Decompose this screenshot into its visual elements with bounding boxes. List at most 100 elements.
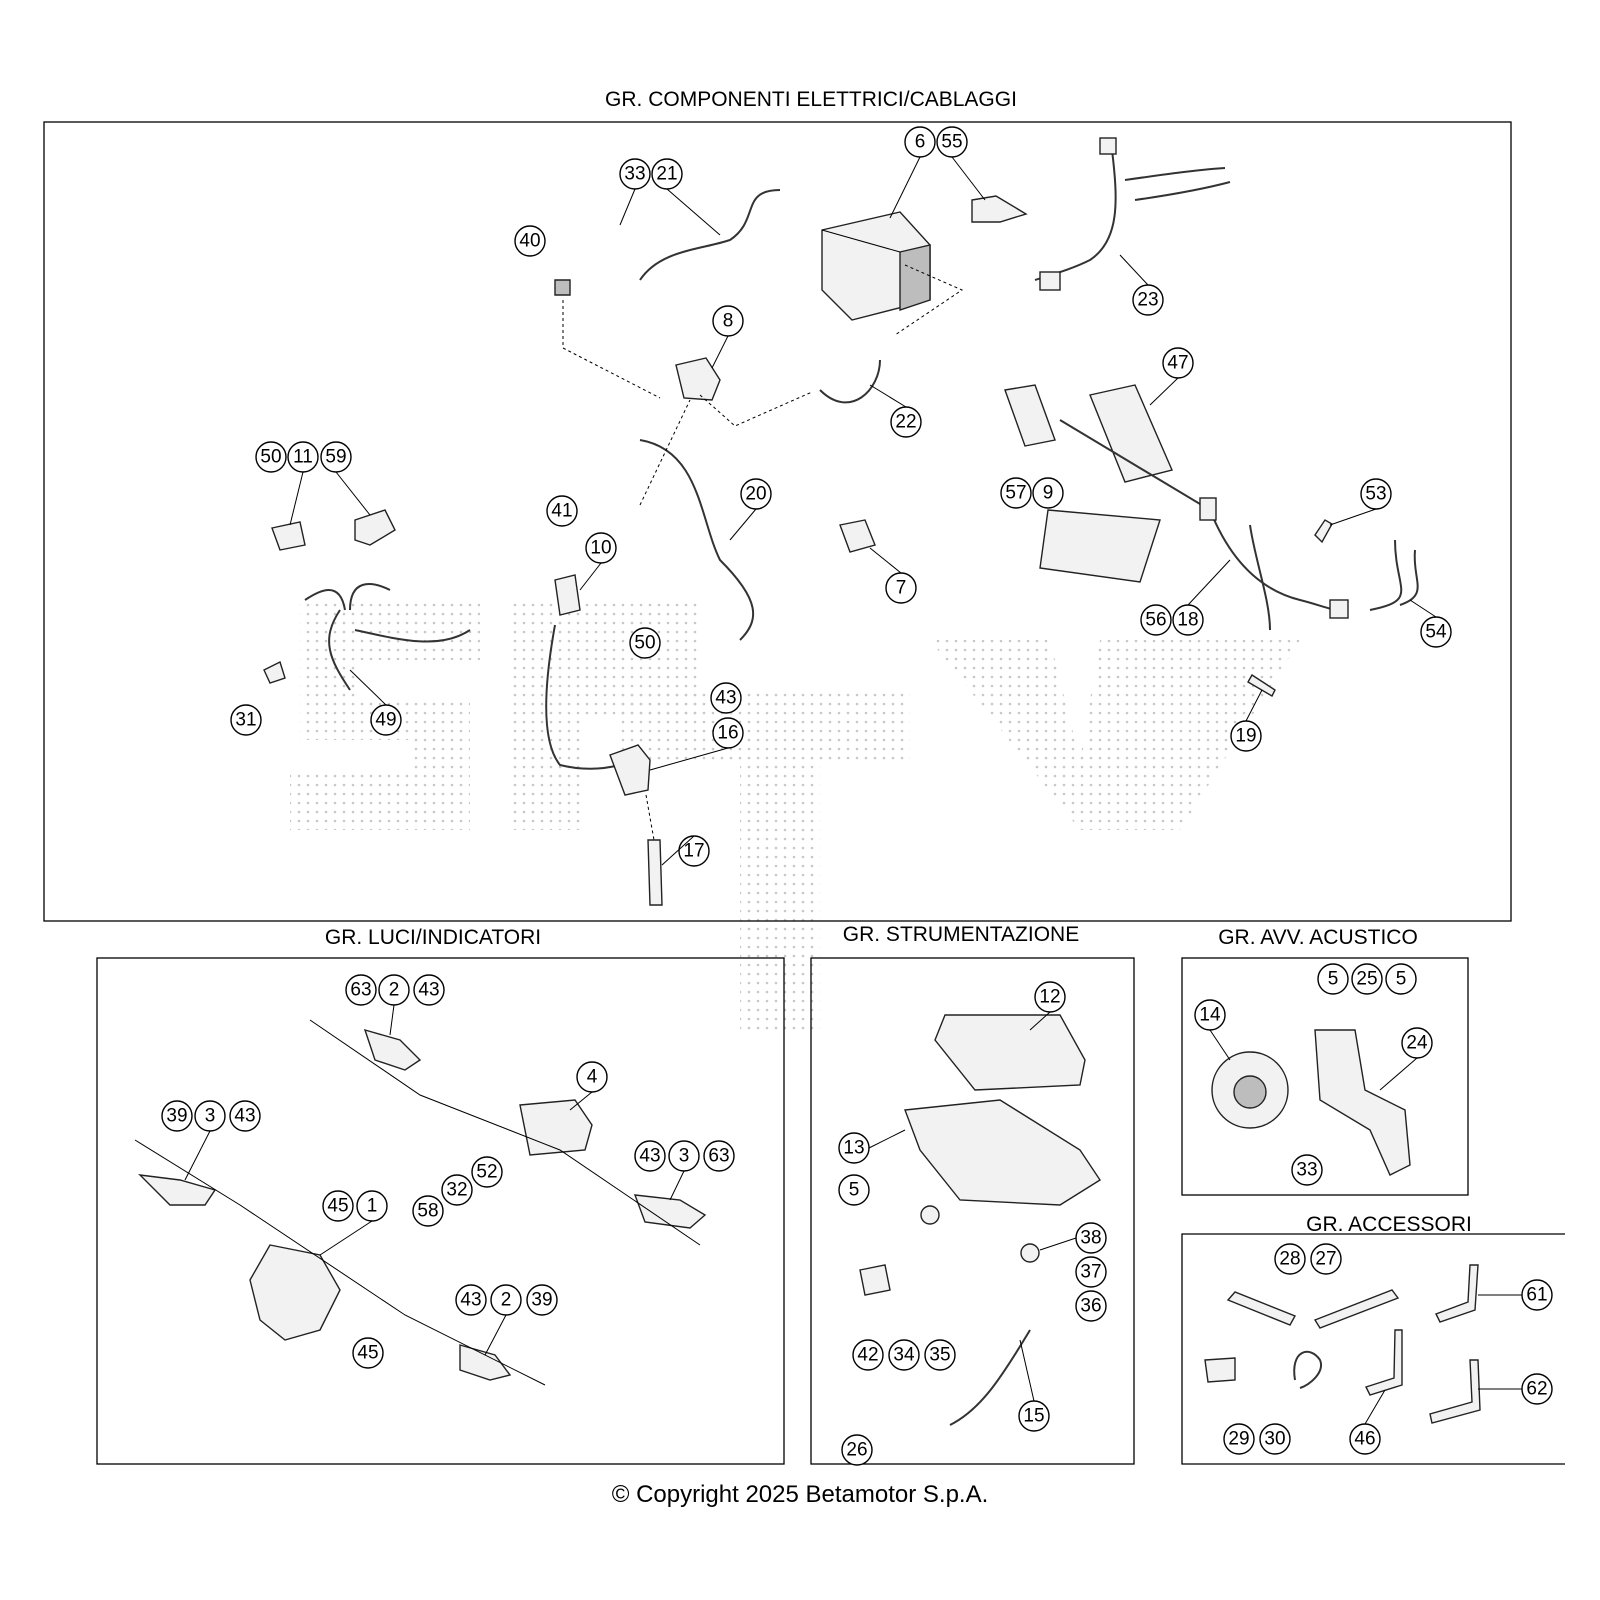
regulator-icon: [839, 519, 876, 553]
svg-text:49: 49: [375, 710, 396, 731]
bracket-62-icon: [1429, 1359, 1481, 1424]
callout-39: 39: [161, 1100, 193, 1132]
harness-18: [1209, 509, 1341, 611]
callout-41: 41: [546, 495, 578, 527]
svg-text:63: 63: [708, 1146, 729, 1167]
callout-8: 8: [712, 305, 744, 337]
callout-5h2: 5: [1385, 963, 1417, 995]
svg-text:59: 59: [325, 447, 346, 468]
svg-text:43: 43: [639, 1146, 660, 1167]
indicator-rear-right-icon: [459, 1344, 512, 1381]
svg-text:9: 9: [1043, 483, 1054, 504]
callout-53: 53: [1360, 478, 1392, 510]
dash-bracket-icon: [904, 1099, 1101, 1206]
svg-text:7: 7: [896, 578, 907, 599]
callout-57: 57: [1000, 477, 1032, 509]
clamp-30-icon: [1293, 1350, 1322, 1389]
callout-13: 13: [838, 1132, 870, 1164]
svg-text:25: 25: [1356, 969, 1377, 990]
callout-45: 45: [322, 1190, 354, 1222]
callout-3: 3: [194, 1100, 226, 1132]
panel-title-horn: GR. AVV. ACUSTICO: [1218, 926, 1418, 949]
panel-title-instruments: GR. STRUMENTAZIONE: [843, 923, 1079, 946]
panel-electrical: GR. COMPONENTI ELETTRICI/CABLAGGI: [43, 88, 1512, 922]
svg-text:54: 54: [1425, 622, 1447, 643]
svg-text:45: 45: [357, 1343, 378, 1364]
callout-37: 37: [1075, 1256, 1107, 1288]
battery-icon: [821, 211, 931, 321]
panel-title-lights: GR. LUCI/INDICATORI: [325, 926, 541, 949]
battery-cable-21: [639, 189, 781, 281]
svg-text:5: 5: [1396, 969, 1407, 990]
svg-text:50: 50: [260, 447, 281, 468]
callout-36: 36: [1075, 1290, 1107, 1322]
harness-23: [1034, 149, 1117, 281]
callout-33: 33: [619, 158, 651, 190]
svg-text:40: 40: [519, 231, 540, 252]
callout-59: 59: [320, 441, 352, 473]
callout-40: 40: [514, 225, 546, 257]
svg-text:14: 14: [1199, 1005, 1221, 1026]
leader-lines: [184, 156, 1522, 1425]
callout-61: 61: [1521, 1279, 1553, 1311]
callout-9: 9: [1032, 477, 1064, 509]
callout-34: 34: [888, 1339, 920, 1371]
callout-4: 4: [576, 1061, 608, 1093]
svg-text:41: 41: [551, 501, 572, 522]
panel-title-accessories: GR. ACCESSORI: [1306, 1213, 1472, 1236]
svg-text:37: 37: [1080, 1262, 1101, 1283]
callout-43: 43: [710, 682, 742, 714]
svg-text:17: 17: [683, 841, 704, 862]
svg-text:6: 6: [915, 132, 926, 153]
callout-23: 23: [1132, 284, 1164, 316]
svg-text:30: 30: [1264, 1429, 1285, 1450]
callout-3b: 3: [668, 1140, 700, 1172]
callout-50: 50: [255, 441, 287, 473]
ecu-icon: [1089, 384, 1173, 483]
callout-63: 63: [345, 974, 377, 1006]
svg-text:13: 13: [843, 1138, 864, 1159]
callout-43b: 43: [229, 1100, 261, 1132]
callout-1: 1: [356, 1190, 388, 1222]
svg-text:24: 24: [1406, 1033, 1428, 1054]
callout-24: 24: [1401, 1027, 1433, 1059]
callout-2b: 2: [490, 1284, 522, 1316]
panel-title-electrical: GR. COMPONENTI ELETTRICI/CABLAGGI: [605, 88, 1017, 111]
svg-text:20: 20: [745, 484, 766, 505]
battery-cable-22: [819, 359, 881, 404]
svg-text:61: 61: [1526, 1285, 1547, 1306]
svg-text:12: 12: [1039, 987, 1060, 1008]
callout-14: 14: [1194, 999, 1226, 1031]
svg-text:22: 22: [895, 412, 916, 433]
cable-20: [639, 439, 754, 641]
callout-19: 19: [1230, 720, 1262, 752]
strap-28-icon: [1226, 1291, 1296, 1326]
svg-text:43: 43: [418, 980, 439, 1001]
callout-31: 31: [230, 704, 262, 736]
svg-text:42: 42: [857, 1345, 878, 1366]
callout-28: 28: [1274, 1243, 1306, 1275]
svg-text:3: 3: [679, 1146, 690, 1167]
svg-text:1: 1: [367, 1196, 378, 1217]
svg-text:50: 50: [634, 633, 655, 654]
clip-29-icon: [1204, 1357, 1236, 1383]
svg-text:63: 63: [350, 980, 371, 1001]
svg-text:52: 52: [476, 1162, 497, 1183]
callout-39b: 39: [526, 1284, 558, 1316]
horn-bracket-icon: [1314, 1029, 1411, 1176]
callout-43d: 43: [455, 1284, 487, 1316]
svg-text:34: 34: [893, 1345, 915, 1366]
instruments-drawings: [859, 1014, 1101, 1426]
callout-26: 26: [841, 1434, 873, 1466]
callout-11: 11: [287, 441, 319, 473]
callout-5: 5: [838, 1174, 870, 1206]
callout-32: 32: [441, 1174, 473, 1206]
lights-drawings: [134, 1019, 707, 1386]
callout-18: 18: [1172, 604, 1204, 636]
svg-text:31: 31: [235, 710, 256, 731]
svg-text:46: 46: [1354, 1429, 1375, 1450]
speedo-cable-icon: [949, 1329, 1031, 1426]
part-drawings: [263, 137, 1419, 906]
harness-49: [304, 589, 346, 611]
